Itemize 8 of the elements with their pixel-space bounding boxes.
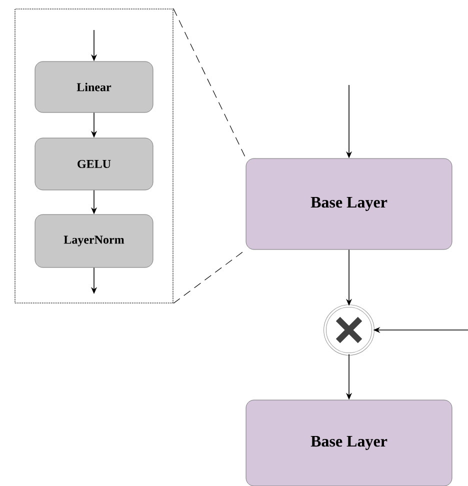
process-box: Linear: [34, 61, 154, 113]
zoom-frame: [14, 8, 174, 304]
process-box: LayerNorm: [34, 214, 154, 268]
multiply-symbol: [324, 304, 374, 356]
process-box: Base Layer: [246, 400, 452, 486]
zoom-line: [173, 8, 246, 159]
process-box: Base Layer: [246, 158, 452, 250]
process-box: GELU: [34, 138, 154, 190]
